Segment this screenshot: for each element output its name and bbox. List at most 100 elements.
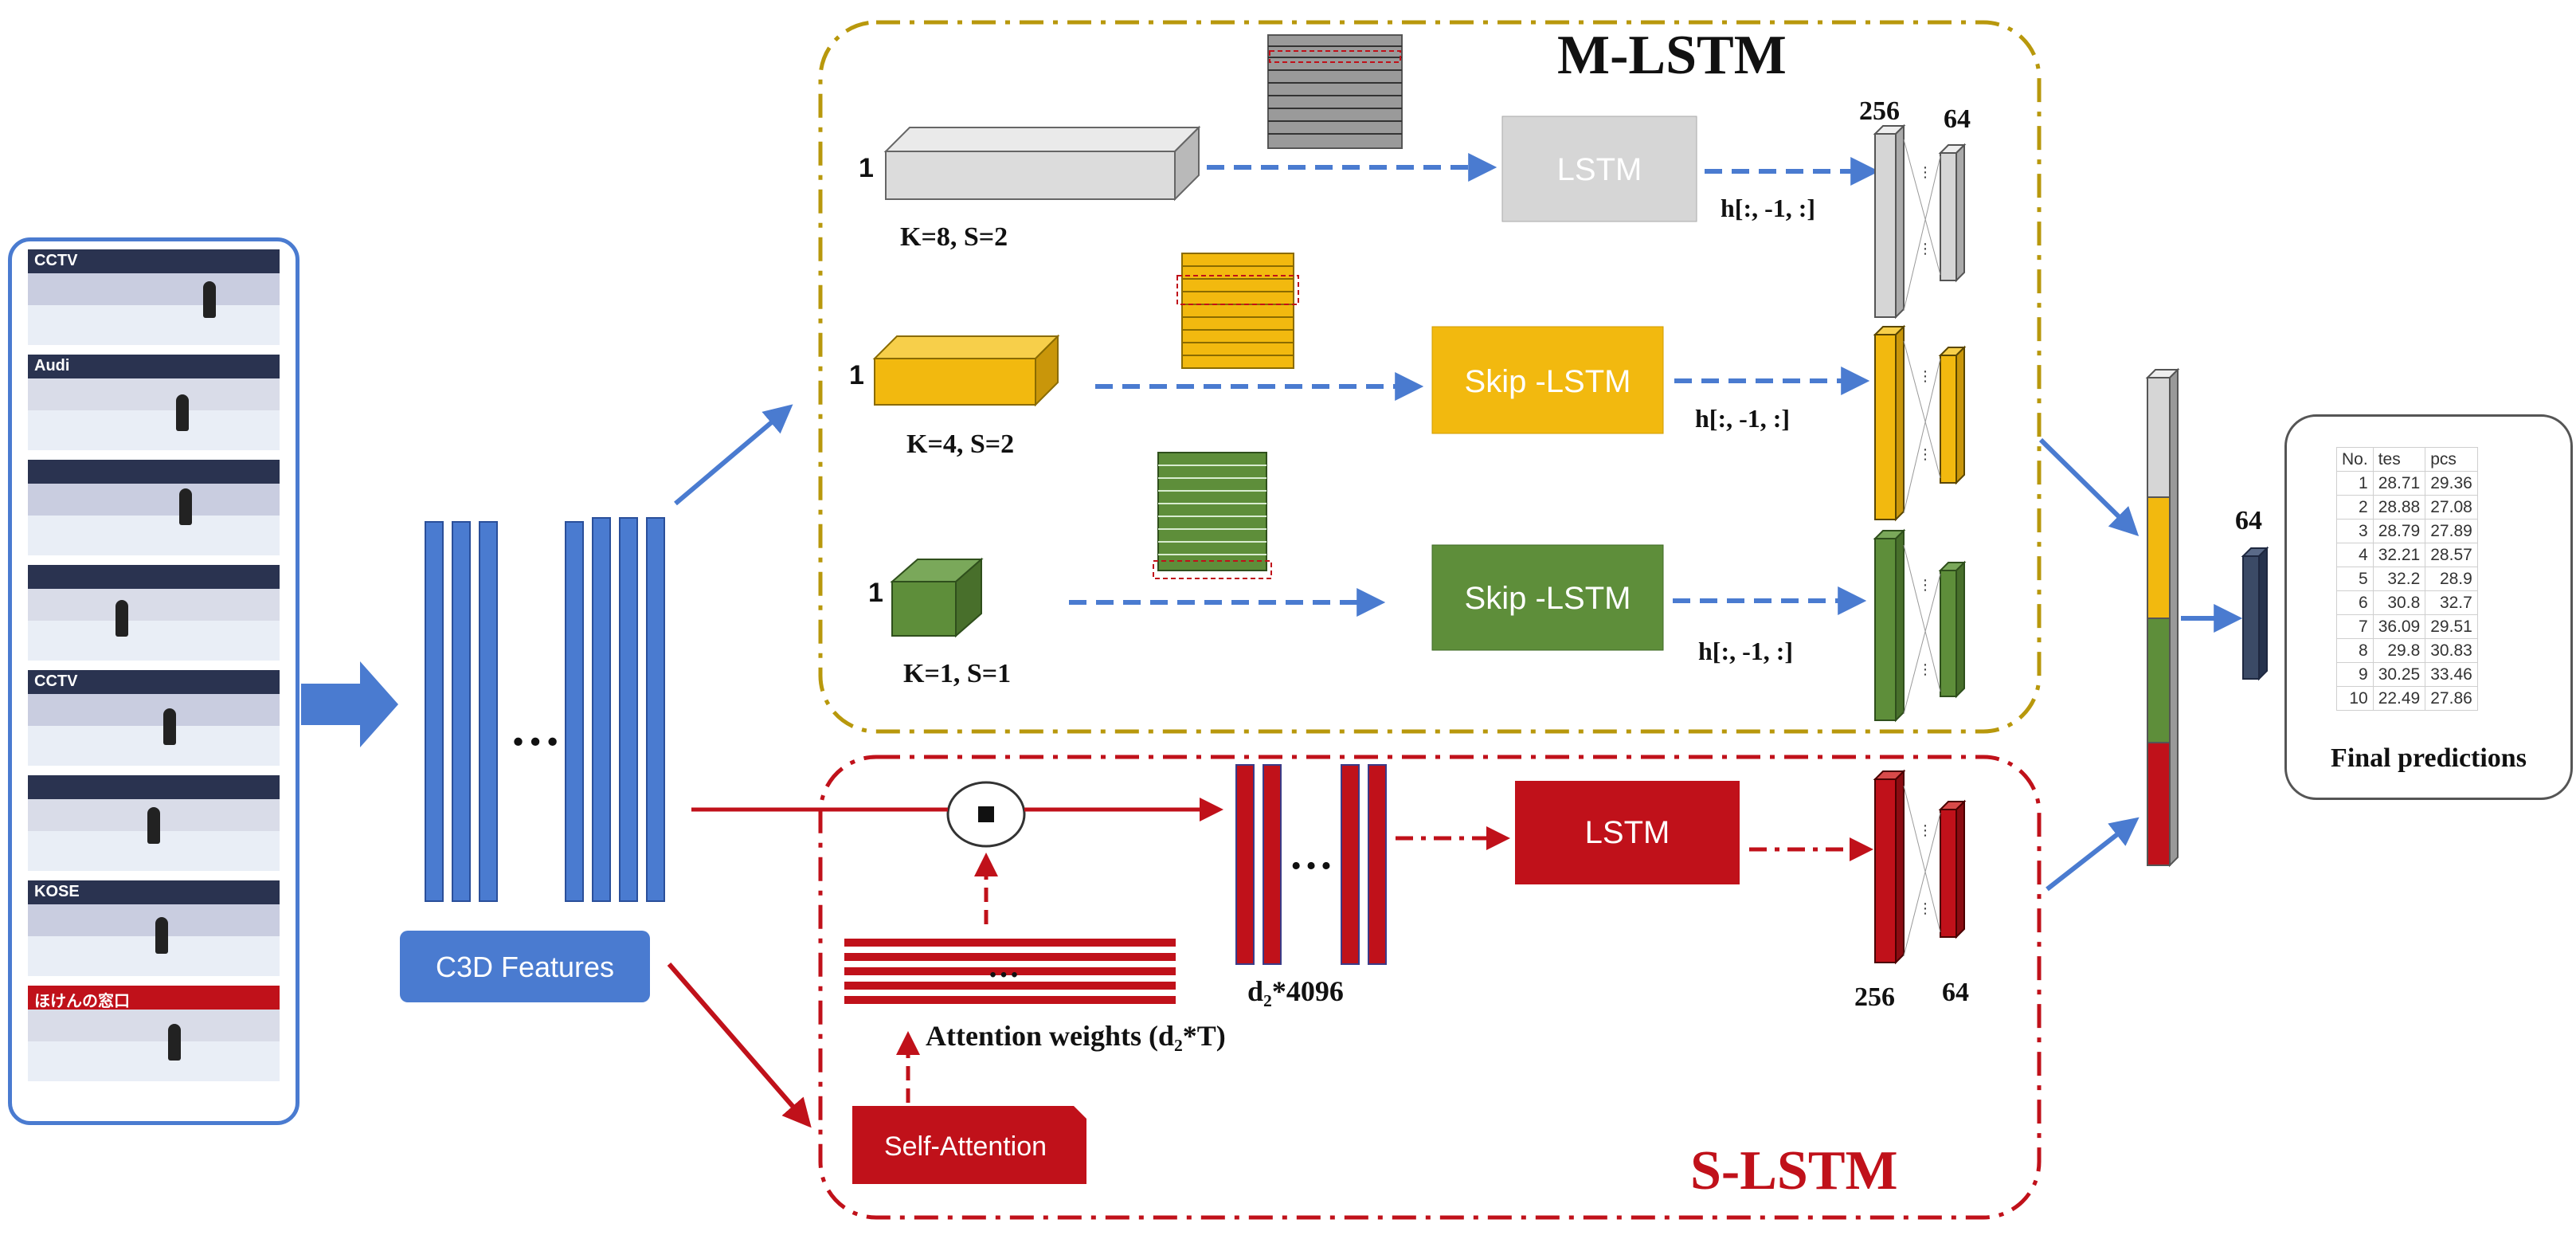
feature-dim-label: d₂*4096 — [1247, 975, 1344, 1007]
cell-no: 1 — [2336, 471, 2374, 496]
svg-text:⋮: ⋮ — [1918, 577, 1932, 593]
fc-top-label-256: 256 — [1859, 96, 1900, 126]
video-frame — [28, 460, 280, 555]
svg-text:⋮: ⋮ — [1918, 368, 1932, 384]
s-lstm-to-fusion-arrow — [2046, 817, 2139, 892]
col-no-header: No. — [2336, 447, 2374, 472]
branch-1-lstm-box — [1501, 116, 1697, 222]
c3d-to-self-attention-arrow — [667, 963, 812, 1128]
cell-pcs: 29.36 — [2425, 471, 2478, 496]
branch-3-feature-stripes — [1153, 452, 1272, 579]
c3d-feature-bars — [425, 517, 665, 902]
cell-tes: 32.21 — [2372, 543, 2426, 567]
skater-figure — [163, 708, 176, 745]
cell-tes: 36.09 — [2372, 614, 2426, 639]
cell-pcs: 33.46 — [2425, 662, 2478, 687]
cell-no: 5 — [2336, 567, 2374, 591]
cell-no: 2 — [2336, 495, 2374, 520]
frame-banner-text: ほけんの窓口 — [34, 993, 130, 1010]
cell-no: 3 — [2336, 519, 2374, 543]
branch-3-depth-label: 1 — [868, 578, 883, 608]
frame-banner-text: KOSE — [34, 883, 80, 900]
branch-2-cuboid — [872, 334, 1060, 407]
col-tes-header: tes — [2372, 447, 2426, 472]
svg-text:⋮: ⋮ — [1918, 446, 1932, 462]
branch-3-output-label: h[:, -1, :] — [1698, 637, 1793, 665]
s-lstm-container — [818, 755, 2042, 1220]
final-predictions-caption: Final predictions — [2331, 743, 2527, 773]
c3d-to-m-lstm-arrow — [674, 404, 793, 506]
cell-tes: 28.88 — [2372, 495, 2426, 520]
video-frame: Audi — [28, 355, 280, 450]
fc-bottom-label-64: 64 — [1942, 978, 1969, 1007]
fc-stack-gray: ⋮⋮ — [1873, 124, 1967, 320]
branch-2-feature-stripes — [1176, 253, 1299, 369]
branch-2-skip-lstm-box — [1431, 326, 1664, 434]
branch-3-cuboid — [890, 557, 984, 638]
svg-text:⋮: ⋮ — [1918, 241, 1932, 257]
cell-pcs: 28.9 — [2425, 567, 2478, 591]
skater-figure — [203, 281, 216, 318]
branch-3-skip-lstm-label: Skip -LSTM — [1465, 581, 1631, 616]
attention-weights-label: Attention weights (d₂*T) — [926, 1020, 1226, 1052]
s-lstm-box-label: LSTM — [1585, 815, 1670, 850]
cell-tes: 22.49 — [2372, 686, 2426, 711]
s-lstm-feature-bars — [1235, 764, 1387, 965]
skater-figure — [155, 917, 168, 954]
branch-2-depth-label: 1 — [849, 360, 864, 390]
cell-pcs: 27.89 — [2425, 519, 2478, 543]
svg-text:⋮: ⋮ — [1918, 164, 1932, 180]
frame-banner-text: Audi — [34, 357, 70, 374]
branch-3-skip-lstm-box — [1431, 544, 1664, 651]
cell-pcs: 28.57 — [2425, 543, 2478, 567]
fc-bottom-label-256: 256 — [1854, 982, 1895, 1012]
branch-1-feature-stripes — [1267, 34, 1403, 149]
cell-no: 7 — [2336, 614, 2374, 639]
fusion-fc-label: 64 — [2235, 506, 2262, 535]
frame-banner-text: CCTV — [34, 672, 78, 690]
branch-2-skip-lstm-label: Skip -LSTM — [1465, 364, 1631, 399]
cell-no: 10 — [2336, 686, 2374, 711]
cell-no: 6 — [2336, 590, 2374, 615]
cell-pcs: 27.86 — [2425, 686, 2478, 711]
frame-banner-text: CCTV — [34, 252, 78, 269]
cell-tes: 28.71 — [2372, 471, 2426, 496]
m-lstm-container — [818, 20, 2042, 734]
svg-text:⋮: ⋮ — [1918, 661, 1932, 677]
video-frame — [28, 565, 280, 661]
cell-pcs: 32.7 — [2425, 590, 2478, 615]
self-attention-box — [852, 1106, 1086, 1184]
c3d-features-box — [400, 931, 650, 1002]
attention-weights-stripes — [844, 939, 1176, 1004]
attention-ellipsis: … — [988, 948, 1020, 984]
cell-pcs: 29.51 — [2425, 614, 2478, 639]
m-lstm-title: M-LSTM — [1557, 25, 1787, 86]
video-frame: ほけんの窓口 — [28, 986, 280, 1081]
cell-tes: 30.25 — [2372, 662, 2426, 687]
branch-1-lstm-label: LSTM — [1557, 152, 1642, 187]
svg-text:⋮: ⋮ — [1918, 822, 1932, 838]
video-frame — [28, 775, 280, 871]
branch-2-output-label: h[:, -1, :] — [1695, 404, 1790, 433]
fc-stack-green: ⋮⋮ — [1873, 528, 1967, 723]
svg-text:⋮: ⋮ — [1918, 900, 1932, 916]
col-pcs-header: pcs — [2425, 447, 2478, 472]
fusion-fc-bar — [2241, 546, 2269, 681]
s-lstm-title: S-LSTM — [1690, 1140, 1898, 1202]
s-lstm-feature-ellipsis: … — [1289, 829, 1333, 879]
branch-2-kernel-label: K=4, S=2 — [906, 429, 1014, 459]
cell-tes: 32.2 — [2372, 567, 2426, 591]
branch-1-kernel-label: K=8, S=2 — [900, 222, 1008, 252]
